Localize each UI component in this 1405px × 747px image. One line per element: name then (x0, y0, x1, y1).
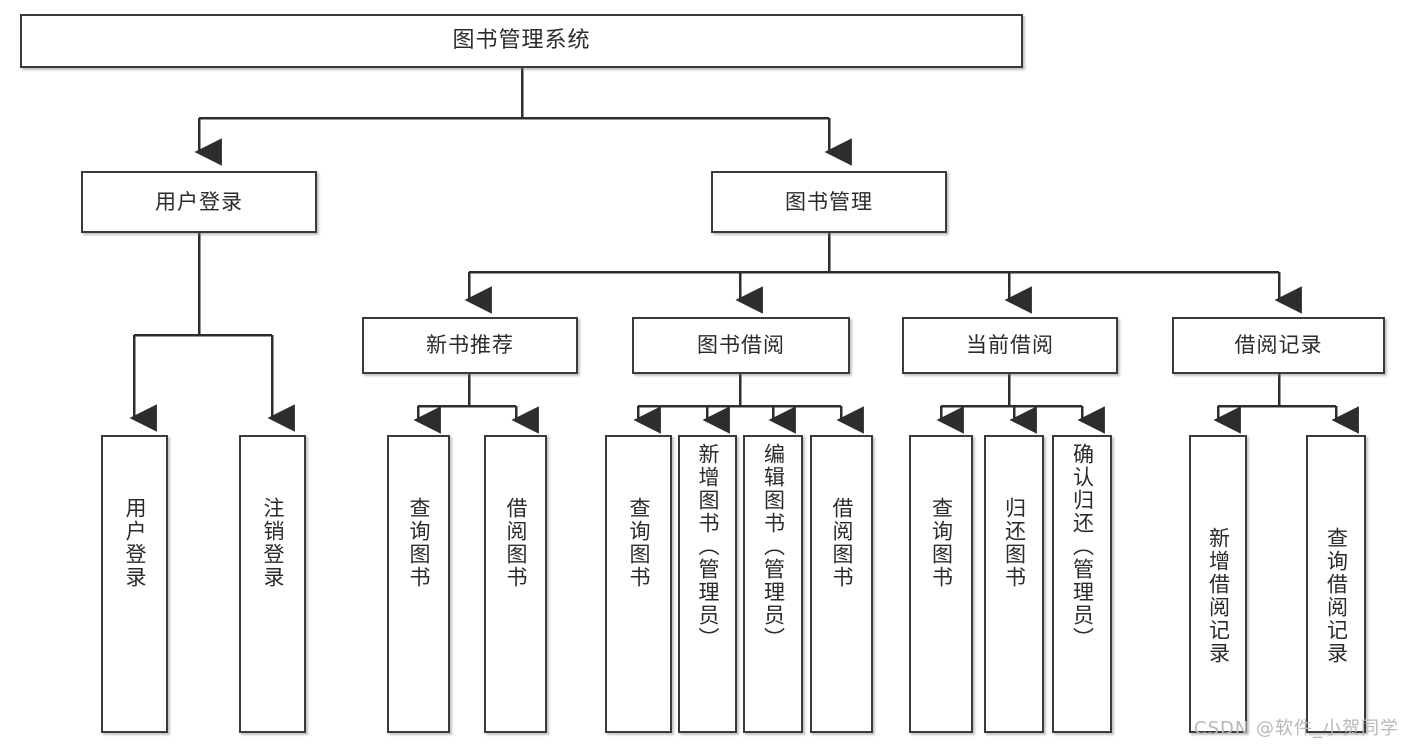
node-root-label: 图书管理系统 (452, 28, 591, 54)
node-root[interactable]: 图书管理系统 (20, 14, 1023, 68)
leaf-add-borrow-record-label: 新增借阅记录 (1206, 527, 1231, 665)
leaf-edit-book-admin[interactable]: 编辑图书（管理员） (743, 435, 803, 733)
leaf-borrow-book-label: 借阅图书 (829, 497, 854, 589)
leaf-logout[interactable]: 注销登录 (239, 435, 306, 733)
node-book-borrow-label: 图书借阅 (697, 333, 785, 358)
leaf-query-book-borrow-label: 查询图书 (626, 497, 651, 589)
leaf-edit-book-admin-label: 编辑图书（管理员） (761, 443, 786, 650)
leaf-borrow-book-recommend[interactable]: 借阅图书 (484, 435, 547, 733)
leaf-query-book-recommend-label: 查询图书 (406, 497, 431, 589)
leaf-borrow-book[interactable]: 借阅图书 (810, 435, 873, 733)
leaf-confirm-return-admin[interactable]: 确认归还（管理员） (1052, 435, 1112, 733)
leaf-user-login-label: 用户登录 (122, 497, 147, 589)
node-new-book-recommend-label: 新书推荐 (426, 333, 514, 358)
leaf-query-book-recommend[interactable]: 查询图书 (387, 435, 450, 733)
leaf-return-book[interactable]: 归还图书 (984, 435, 1044, 733)
leaf-query-borrow-record-label: 查询借阅记录 (1324, 527, 1349, 665)
leaf-add-book-admin-label: 新增图书（管理员） (695, 443, 720, 650)
node-book-borrow[interactable]: 图书借阅 (632, 317, 850, 374)
leaf-borrow-book-recommend-label: 借阅图书 (503, 497, 528, 589)
node-user-login-label: 用户登录 (155, 189, 243, 214)
leaf-add-book-admin[interactable]: 新增图书（管理员） (678, 435, 737, 733)
leaf-query-book-borrow[interactable]: 查询图书 (605, 435, 672, 733)
leaf-add-borrow-record[interactable]: 新增借阅记录 (1189, 435, 1247, 733)
leaf-logout-label: 注销登录 (260, 497, 285, 589)
watermark: CSDN @软件_小贺同学 (1194, 718, 1400, 739)
node-current-borrow[interactable]: 当前借阅 (902, 317, 1118, 374)
node-borrow-record[interactable]: 借阅记录 (1172, 317, 1385, 374)
node-new-book-recommend[interactable]: 新书推荐 (362, 317, 578, 374)
node-user-login[interactable]: 用户登录 (81, 171, 317, 233)
node-borrow-record-label: 借阅记录 (1234, 333, 1323, 358)
node-book-management-label: 图书管理 (785, 189, 873, 214)
leaf-query-borrow-record[interactable]: 查询借阅记录 (1306, 435, 1366, 733)
leaf-user-login[interactable]: 用户登录 (101, 435, 168, 733)
leaf-return-book-label: 归还图书 (1002, 497, 1027, 589)
leaf-query-book-current-label: 查询图书 (929, 497, 954, 589)
leaf-query-book-current[interactable]: 查询图书 (909, 435, 973, 733)
node-book-management[interactable]: 图书管理 (711, 171, 947, 233)
leaf-confirm-return-admin-label: 确认归还（管理员） (1070, 443, 1095, 650)
node-current-borrow-label: 当前借阅 (966, 333, 1054, 358)
